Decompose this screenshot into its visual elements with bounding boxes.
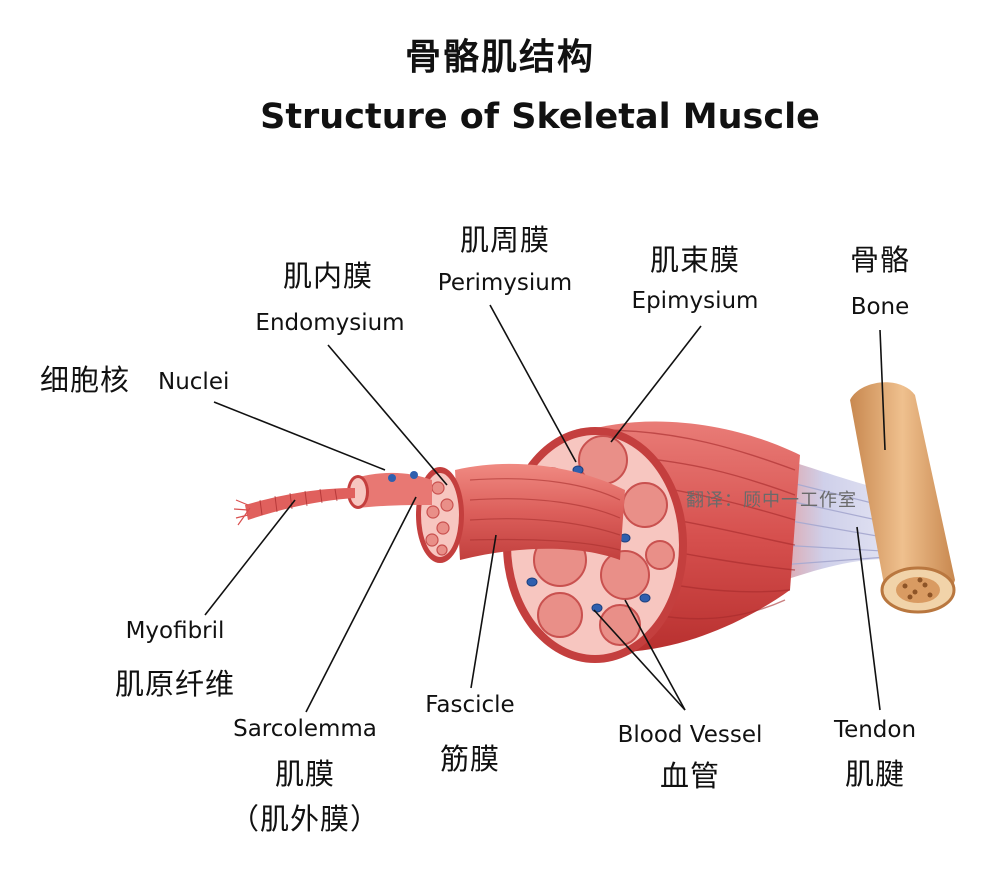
label-perimysium-en: Perimysium <box>437 270 573 296</box>
label-fascicle-zh: 筋膜 <box>439 742 500 776</box>
title-english: Structure of Skeletal Muscle <box>260 97 820 137</box>
muscle-fiber-shape <box>355 472 432 508</box>
label-bone-zh: 骨骼 <box>849 243 910 277</box>
leader-line-epimysium <box>610 325 702 443</box>
label-blood-vessel-en: Blood Vessel <box>617 722 763 748</box>
leader-line-perimysium <box>489 304 577 463</box>
bone-shape <box>850 382 956 614</box>
label-nuclei-en: Nuclei <box>158 369 230 395</box>
leader-line-endomysium <box>327 344 448 486</box>
label-endomysium-zh: 肌内膜 <box>282 259 373 293</box>
leader-line-myofibril <box>204 499 296 616</box>
fascicle-shape <box>455 463 625 560</box>
label-tendon-zh: 肌腱 <box>844 757 905 791</box>
leader-line-blood-vessel-2 <box>624 599 686 711</box>
leader-line-nuclei <box>213 401 386 471</box>
fiber-end <box>347 475 369 509</box>
myofibril-frayed-end <box>233 499 251 526</box>
label-myofibril-zh: 肌原纤维 <box>114 667 235 701</box>
label-epimysium-zh: 肌束膜 <box>649 243 740 277</box>
myofibril-shape <box>245 488 355 520</box>
label-fascicle-en: Fascicle <box>425 692 515 718</box>
label-epimysium-en: Epimysium <box>631 288 759 314</box>
muscle-striations <box>599 429 796 620</box>
label-endomysium-en: Endomysium <box>255 310 405 336</box>
label-bone-en: Bone <box>850 294 910 320</box>
label-nuclei-zh: 细胞核 <box>40 363 131 397</box>
label-sarcolemma-en: Sarcolemma <box>233 716 377 742</box>
nucleus-shape <box>388 474 396 482</box>
label-blood-vessel-zh: 血管 <box>659 759 720 793</box>
leader-line-fascicle <box>470 534 497 689</box>
tendon-fibers <box>779 479 901 566</box>
title-chinese: 骨骼肌结构 <box>404 37 595 78</box>
fascicle-striations <box>469 478 621 551</box>
myofibril-striations <box>259 488 338 516</box>
leader-line-blood-vessel-1 <box>593 609 686 711</box>
label-sarcolemma-zh-alt: （肌外膜） <box>229 802 380 836</box>
nucleus-shape <box>410 471 418 479</box>
leader-line-tendon <box>856 526 881 711</box>
label-myofibril-en: Myofibril <box>125 618 225 644</box>
label-tendon-en: Tendon <box>833 717 917 743</box>
label-perimysium-zh: 肌周膜 <box>459 223 550 257</box>
leader-line-bone <box>879 329 886 451</box>
leader-line-sarcolemma <box>305 496 417 713</box>
translator-watermark: 翻译：顾中一工作室 <box>686 490 857 511</box>
label-sarcolemma-zh: 肌膜 <box>274 757 335 791</box>
